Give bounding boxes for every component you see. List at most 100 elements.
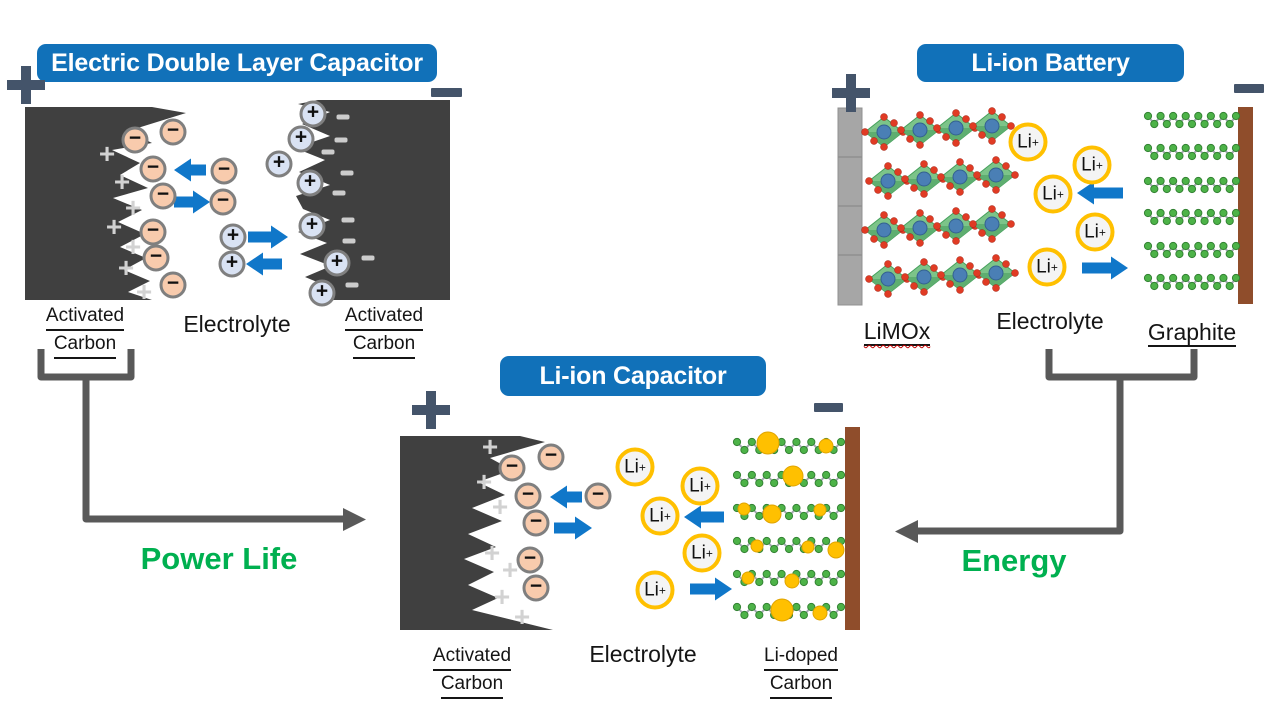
oxygen-atom <box>906 135 914 143</box>
carbon-atom <box>792 536 801 546</box>
metal-atom <box>948 120 964 136</box>
edlc-title-banner: Electric Double Layer Capacitor <box>37 44 437 82</box>
oxygen-atom <box>865 177 873 185</box>
edlc-left-electrode-label: Activated Carbon <box>35 303 135 359</box>
oxygen-atom <box>890 119 898 127</box>
anion-particle: − <box>210 157 238 185</box>
carbon-atom <box>1162 184 1171 194</box>
surface-plus-mark: + <box>491 491 509 522</box>
li-ion-particle: Li+ <box>635 570 675 610</box>
li-dot <box>737 502 751 516</box>
carbon-atom <box>1175 151 1184 161</box>
oxygen-atom <box>978 229 986 237</box>
lic-left-electrode-label: Activated Carbon <box>422 643 522 699</box>
carbon-atom <box>770 544 779 554</box>
li-ion-particle: Li+ <box>1008 122 1048 162</box>
surface-minus-mark <box>342 238 356 244</box>
flow-arrow-left <box>174 158 206 182</box>
surface-plus-mark: + <box>135 276 153 307</box>
carbon-atom <box>732 470 742 480</box>
oxygen-atom <box>880 211 888 219</box>
flow-arrow-right <box>554 516 592 540</box>
surface-plus-mark: + <box>501 554 519 585</box>
oxygen-atom <box>910 184 918 192</box>
carbon-atom <box>1219 111 1228 121</box>
cation-particle: + <box>287 125 315 153</box>
oxygen-atom <box>969 122 977 130</box>
carbon-atom <box>829 511 838 521</box>
lic-title: Li-ion Capacitor <box>539 361 727 390</box>
carbon-atom <box>1156 273 1165 283</box>
carbon-atom <box>1169 241 1178 251</box>
anion-particle: − <box>498 454 526 482</box>
carbon-atom <box>1169 176 1178 186</box>
energy-connector <box>895 349 1198 543</box>
carbon-atom <box>762 569 771 579</box>
metal-atom <box>880 271 896 287</box>
carbon-atom <box>755 610 764 620</box>
oxygen-atom <box>1002 260 1010 268</box>
oxygen-atom <box>992 284 1000 292</box>
carbon-atom <box>755 511 764 521</box>
metal-atom <box>876 124 892 140</box>
carbon-atom <box>1194 176 1203 186</box>
carbon-atom <box>1175 184 1184 194</box>
oxygen-atom <box>952 207 960 215</box>
carbon-atom <box>1200 216 1209 226</box>
metal-atom <box>916 269 932 285</box>
li-ion-particle: Li+ <box>1033 174 1073 214</box>
carbon-atom <box>1194 143 1203 153</box>
oxygen-atom <box>973 171 981 179</box>
carbon-atom <box>799 610 808 620</box>
surface-minus-mark <box>332 190 346 196</box>
anion-particle: − <box>159 118 187 146</box>
oxygen-atom <box>942 231 950 239</box>
carbon-atom <box>1213 184 1222 194</box>
oxygen-atom <box>861 128 869 136</box>
oxygen-atom <box>988 235 996 243</box>
oxygen-atom <box>916 141 924 149</box>
anion-particle: − <box>139 155 167 183</box>
lic-positive-terminal-icon <box>412 391 450 429</box>
oxygen-atom <box>861 226 869 234</box>
carbon-atom <box>1143 208 1153 218</box>
carbon-atom <box>1156 176 1165 186</box>
flow-arrow-left <box>550 485 582 509</box>
carbon-atom <box>807 437 816 447</box>
carbon-atom <box>1206 273 1215 283</box>
oxygen-atom <box>884 290 892 298</box>
carbon-atom <box>740 544 749 554</box>
carbon-atom <box>1231 176 1241 186</box>
oxygen-atom <box>916 209 924 217</box>
oxygen-atom <box>956 188 964 196</box>
surface-plus-mark: + <box>513 601 531 632</box>
metal-atom <box>912 122 928 138</box>
battery-anode-collector <box>1238 107 1253 304</box>
carbon-atom <box>1200 119 1209 129</box>
carbon-atom <box>1219 143 1228 153</box>
li-dot <box>813 503 827 517</box>
carbon-atom <box>732 602 742 612</box>
oxygen-atom <box>1002 162 1010 170</box>
carbon-atom <box>762 470 771 480</box>
carbon-atom <box>1169 143 1178 153</box>
li-dot <box>741 571 755 585</box>
oxygen-atom <box>1011 171 1019 179</box>
metal-atom <box>988 167 1004 183</box>
oxygen-atom <box>969 220 977 228</box>
carbon-atom <box>732 536 742 546</box>
carbon-atom <box>1181 143 1190 153</box>
carbon-atom <box>747 470 756 480</box>
carbon-atom <box>1169 273 1178 283</box>
carbon-atom <box>1225 249 1234 259</box>
li-ion-particle: Li+ <box>1075 212 1115 252</box>
cation-particle: + <box>265 150 293 178</box>
oxygen-atom <box>901 175 909 183</box>
carbon-atom <box>1225 281 1234 291</box>
oxygen-atom <box>956 256 964 264</box>
li-dot <box>812 605 828 621</box>
surface-plus-mark: + <box>117 252 135 283</box>
cation-particle: + <box>299 100 327 128</box>
metal-atom <box>948 218 964 234</box>
carbon-atom <box>777 569 786 579</box>
